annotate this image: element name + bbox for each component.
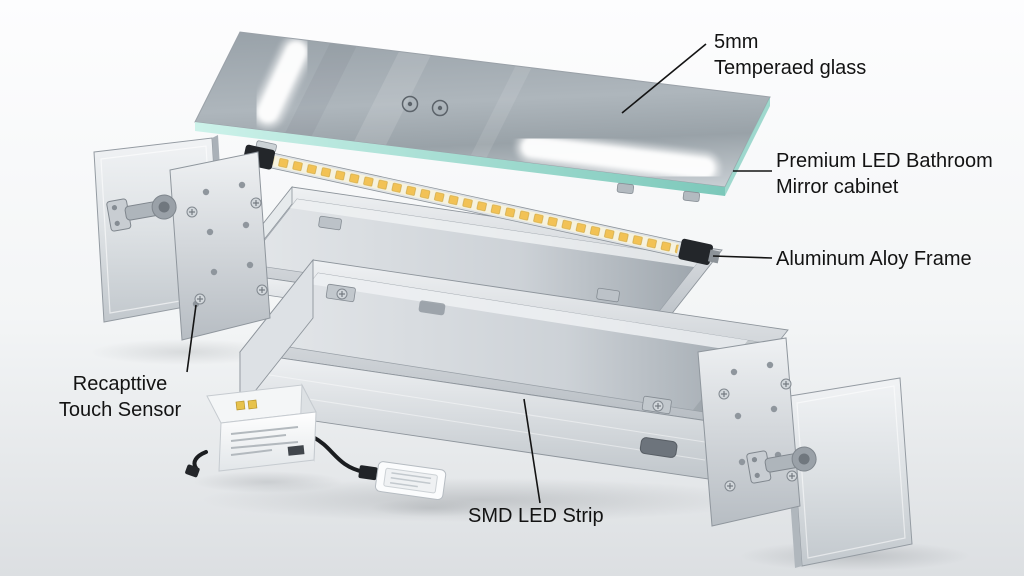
left-mounting-bracket xyxy=(169,151,271,341)
screw-icon xyxy=(652,400,664,412)
mirror-reflection-streak xyxy=(354,51,431,146)
frame-mounting-tabs xyxy=(318,215,620,303)
touch-sensor-icons xyxy=(401,95,449,117)
led-connector xyxy=(358,461,447,501)
cabinet-brushed-lines xyxy=(249,371,706,461)
cabinet-body xyxy=(239,258,789,481)
screw-icon xyxy=(336,288,348,300)
label-line: SMD LED Strip xyxy=(468,505,604,527)
frame-back-wall xyxy=(290,199,701,267)
connector-plug xyxy=(358,465,378,481)
label-line: 5mm xyxy=(714,31,759,53)
label-mirror-cabinet: Premium LED Bathroom Mirror cabinet xyxy=(776,149,993,200)
cabinet-left-face xyxy=(239,258,314,412)
label-tempered-glass: 5mm Temperaed glass xyxy=(714,30,866,81)
glass-feet xyxy=(616,182,701,203)
left-door-assembly xyxy=(93,135,271,341)
mirror-light-strips xyxy=(251,35,721,185)
cabinet-back-slot xyxy=(418,300,446,316)
led-driver-box xyxy=(185,383,366,478)
strip-endcap-right xyxy=(678,238,713,265)
label-line: Recapttive xyxy=(72,373,168,395)
label-line: Premium LED Bathroom xyxy=(776,150,993,172)
right-door-panel xyxy=(789,377,913,567)
label-line: Aluminum Aloy Frame xyxy=(776,248,972,270)
label-smd-led-strip: SMD LED Strip xyxy=(468,504,604,530)
label-line: Mirror cabinet xyxy=(776,175,899,198)
glass-edge-front xyxy=(195,122,725,196)
label-line: Temperaed glass xyxy=(714,56,867,79)
leader-glass xyxy=(621,43,707,114)
driver-output-wire xyxy=(311,435,366,474)
label-line: Touch Sensor xyxy=(58,398,182,421)
smd-led-strip xyxy=(242,140,721,265)
leader-sensor xyxy=(186,304,197,373)
right-door-bevel xyxy=(796,385,906,559)
mirror-reflection-streak xyxy=(470,65,532,158)
driver-label-lines xyxy=(230,426,299,456)
right-door-assembly xyxy=(697,337,913,568)
leader-frame xyxy=(712,255,773,259)
label-touch-sensor: Recapttive Touch Sensor xyxy=(48,372,192,423)
label-aluminum-frame: Aluminum Aloy Frame xyxy=(776,247,972,273)
leader-led xyxy=(523,398,541,504)
leader-lines xyxy=(186,43,773,504)
mirror-shade-band xyxy=(285,43,357,137)
glass-mirror-panel xyxy=(194,31,771,203)
cabinet-front-cutout xyxy=(639,437,678,458)
driver-input-wire xyxy=(192,450,208,470)
led-pcb xyxy=(272,155,680,255)
driver-input-plug xyxy=(185,464,200,478)
cabinet-back-wall xyxy=(309,273,765,354)
right-mounting-bracket xyxy=(697,337,801,527)
driver-terminals xyxy=(235,399,258,411)
driver-logo-block xyxy=(287,445,305,456)
connector-body xyxy=(374,461,447,501)
